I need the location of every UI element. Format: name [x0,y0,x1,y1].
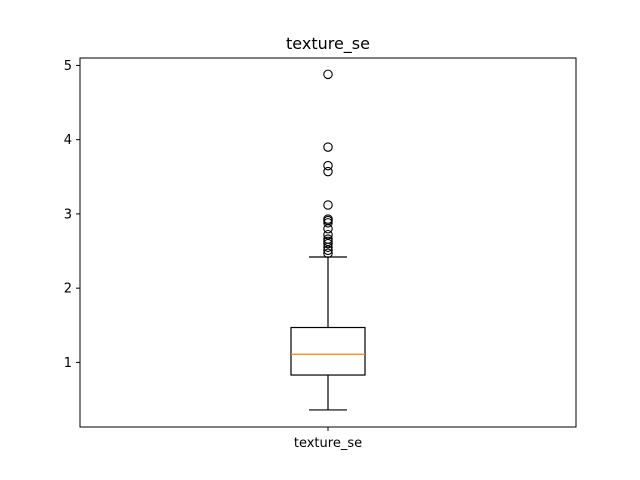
outlier-point [323,142,333,152]
chart-title: texture_se [286,34,370,54]
y-tick-label: 1 [64,356,72,371]
outlier-point [323,248,333,259]
plot-area [290,69,366,411]
x-axis: texture_se [294,427,362,451]
outlier-point [323,69,333,80]
y-tick-label: 3 [64,207,72,222]
outlier-point [323,218,333,228]
outlier-point [323,224,333,234]
outlier-point [323,200,333,210]
iqr-box [290,326,366,376]
outlier-point [323,166,333,177]
y-axis: 1 2 3 4 5 [64,59,80,371]
outlier-point [323,238,333,249]
outlier-point [323,245,333,256]
y-tick-label: 5 [64,59,72,74]
outlier-point [323,160,333,171]
plot-frame [79,57,577,428]
x-tick-label: texture_se [294,436,362,451]
y-tick-label: 2 [64,282,72,297]
y-tick-label: 4 [64,133,72,148]
outlier-point [323,242,333,253]
